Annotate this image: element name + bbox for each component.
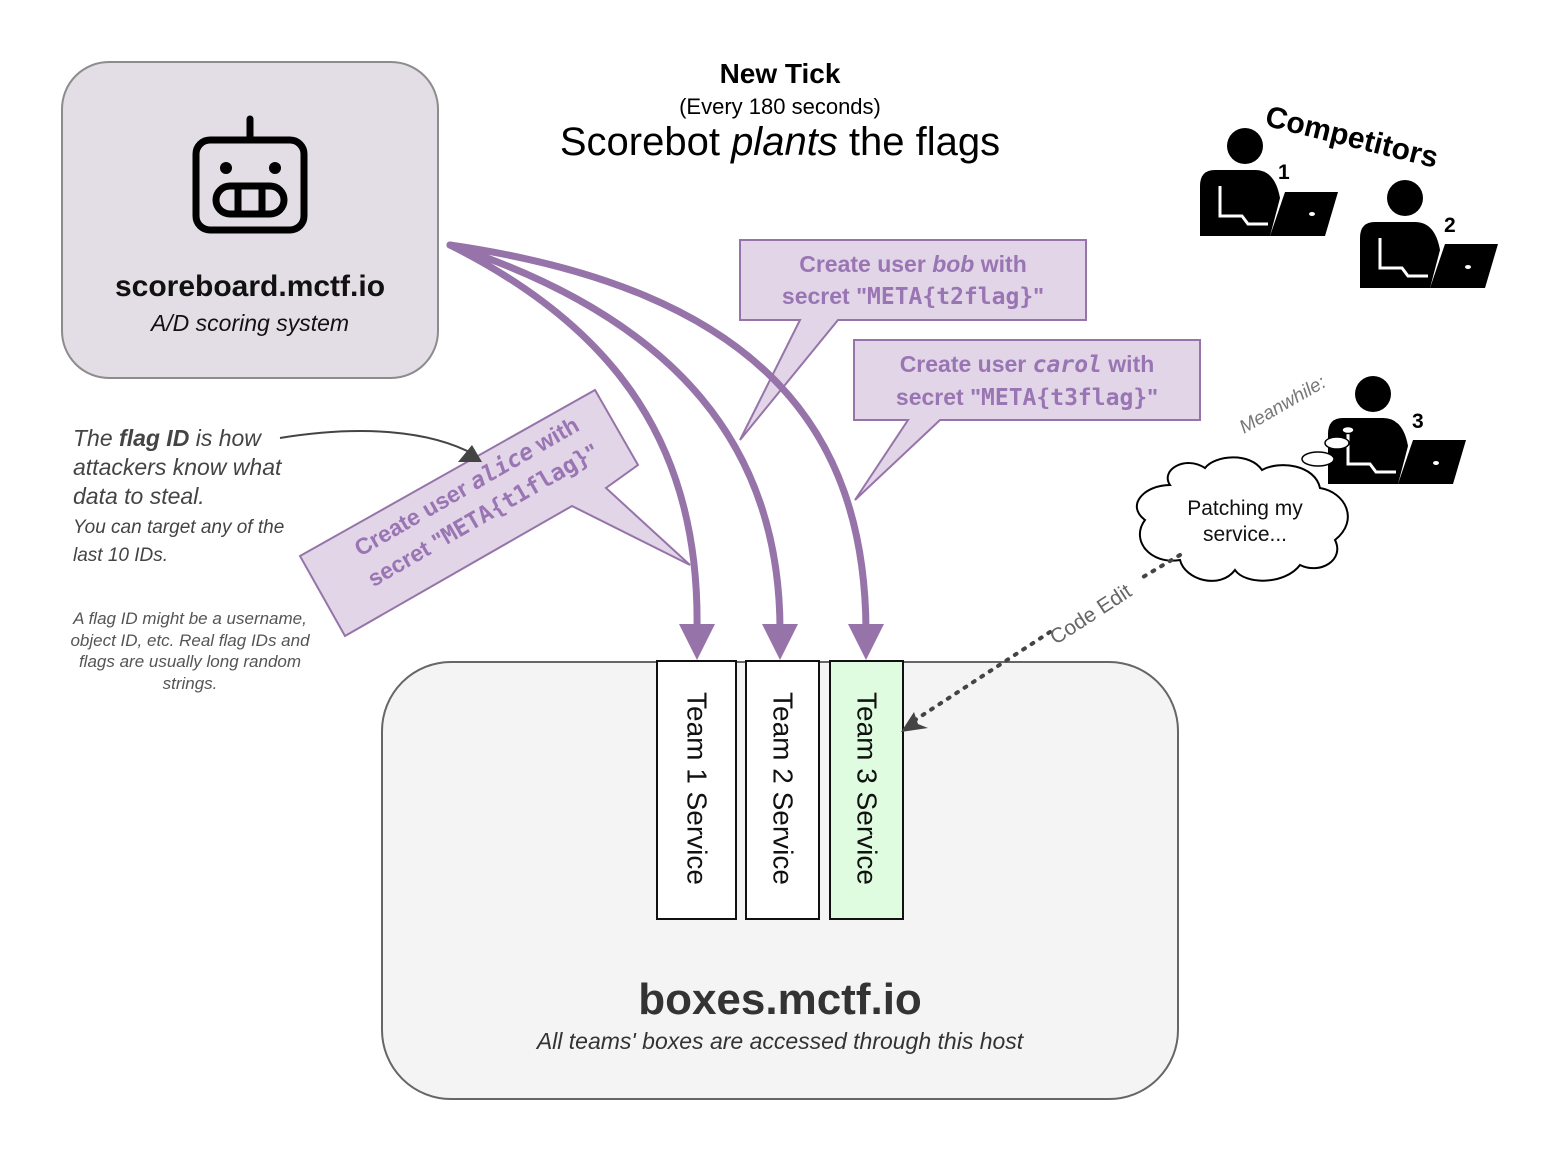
note-suffix: is how attackers know what data to steal… — [73, 425, 282, 509]
arrowhead-team-2 — [762, 624, 798, 660]
callout-mid: with — [974, 251, 1027, 277]
service-label: Team 2 Service — [767, 692, 799, 885]
callout-flag: META{t2flag} — [867, 284, 1034, 310]
scoreboard-subtitle: A/D scoring system — [150, 310, 350, 336]
boxes-subtitle: All teams' boxes are accessed through th… — [536, 1028, 1024, 1054]
thought-dot — [1324, 436, 1350, 450]
competitor-number: 1 — [1278, 161, 1290, 184]
scoreboard-title: scoreboard.mctf.io — [114, 270, 386, 303]
callout-bob: Create user bob with secret "META{t2flag… — [740, 248, 1086, 313]
team-1-service: Team 1 Service — [656, 660, 737, 920]
tick-description: Scorebot plants the flags — [520, 120, 1040, 165]
flag-id-explanation: A flag ID might be a username, object ID… — [70, 609, 310, 693]
callout-user: bob — [932, 251, 975, 277]
person-laptop-icon — [1360, 180, 1498, 288]
competitor-number: 2 — [1444, 214, 1456, 237]
arrowhead-team-3 — [848, 624, 884, 660]
service-label: Team 1 Service — [681, 692, 713, 885]
callout-alice: Create user alice with secret "META{t1fl… — [307, 385, 643, 617]
thought-dot — [1301, 451, 1335, 467]
note-prefix: The — [73, 425, 120, 451]
callout-flag: META{t3flag} — [981, 385, 1148, 411]
tick-desc-prefix: Scorebot — [559, 120, 732, 164]
tick-title: New Tick — [719, 58, 841, 89]
tick-desc-emphasis: plants — [731, 120, 838, 164]
competitor-number: 3 — [1412, 410, 1424, 433]
callout-secret-prefix: secret " — [781, 283, 867, 309]
thought-text: Patching my service... — [1187, 497, 1303, 546]
tick-desc-suffix: the flags — [837, 120, 1001, 164]
tick-interval: (Every 180 seconds) — [679, 94, 881, 119]
arrowhead-team-1 — [679, 624, 715, 660]
flag-id-note: The flag ID is how attackers know what d… — [73, 424, 313, 511]
service-label: Team 3 Service — [851, 692, 883, 885]
person-laptop-icon — [1328, 376, 1466, 484]
callout-secret-suffix: " — [1033, 283, 1045, 309]
callout-user: carol — [1032, 352, 1102, 378]
callout-carol: Create user carol with secret "META{t3fl… — [854, 348, 1200, 414]
callout-secret-prefix: secret " — [895, 384, 981, 410]
team-2-service: Team 2 Service — [745, 660, 820, 920]
target-note: You can target any of the last 10 IDs. — [73, 517, 285, 566]
thought-dot — [1341, 425, 1355, 435]
team-3-service: Team 3 Service — [829, 660, 904, 920]
callout-prefix: Create user — [799, 251, 933, 277]
callout-prefix: Create user — [899, 351, 1033, 377]
callout-mid: with — [1101, 351, 1155, 377]
code-edit-label: Code Edit — [1046, 579, 1136, 650]
boxes-title: boxes.mctf.io — [638, 975, 922, 1024]
meanwhile-label: Meanwhile: — [1236, 371, 1330, 439]
callout-secret-suffix: " — [1147, 384, 1159, 410]
note-bold: flag ID — [119, 425, 190, 451]
